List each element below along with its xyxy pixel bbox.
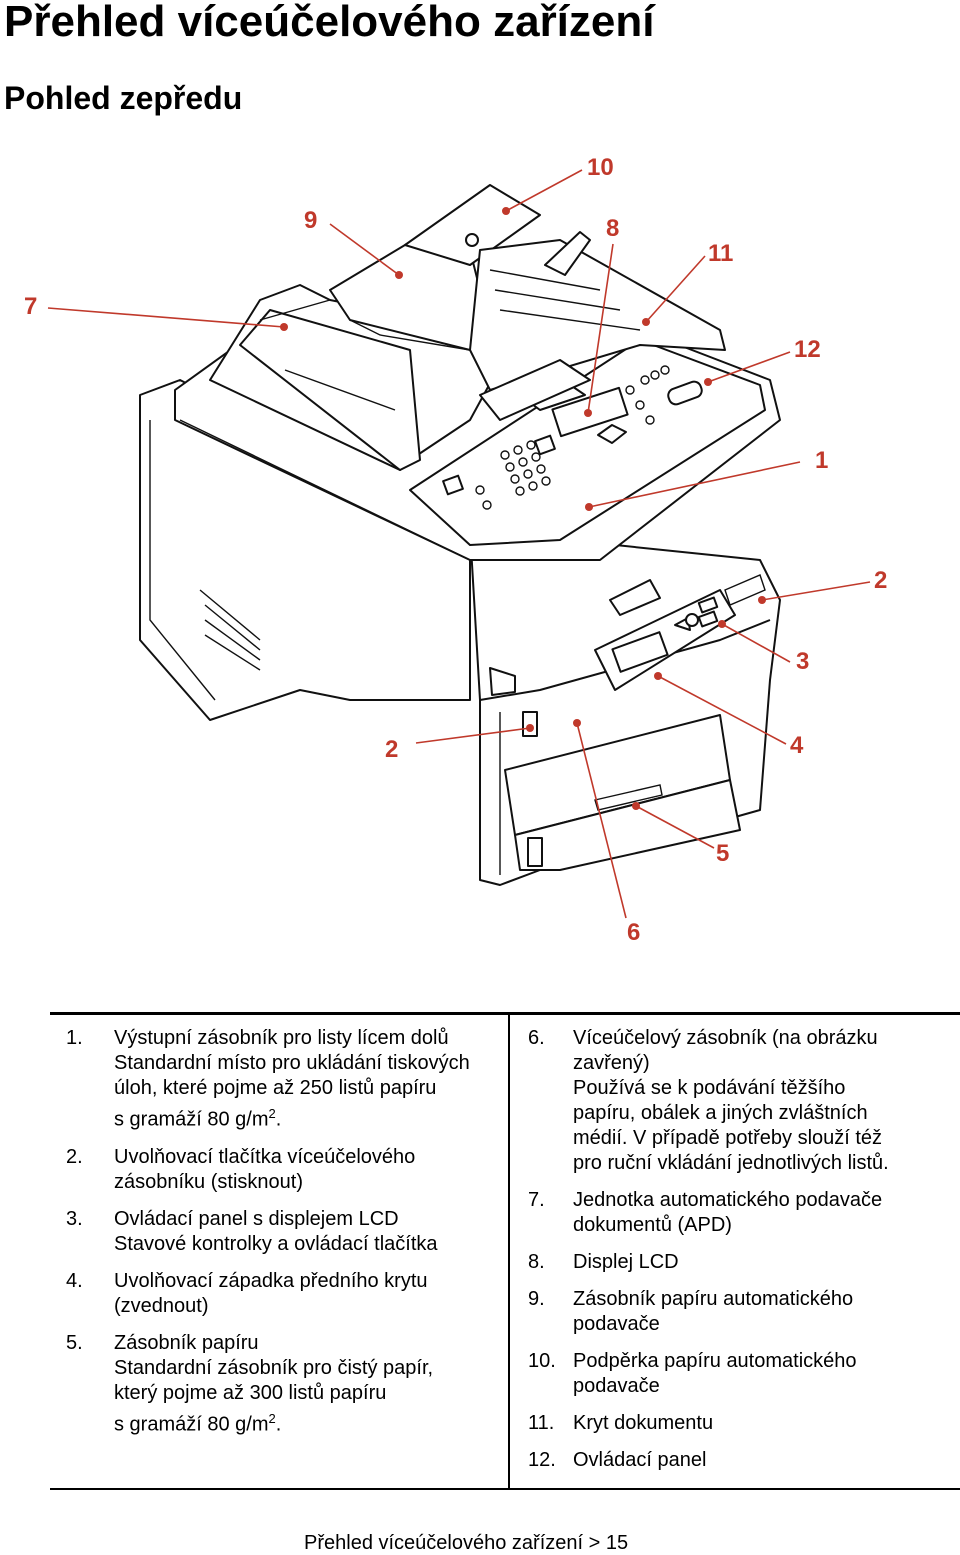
legend-line: Používá se k podávání těžšího: [573, 1077, 846, 1099]
legend-line: Ovládací panel s displejem LCD: [114, 1207, 399, 1230]
legend-line: médií. V případě potřeby slouží též: [573, 1127, 883, 1149]
callout-4: 4: [790, 732, 804, 759]
callout-leaders: [47, 169, 871, 919]
legend-item-text: Víceúčelový zásobník (na obrázku zavřený)…: [573, 1026, 958, 1176]
legend-top-rule: [50, 1012, 960, 1015]
callout-8: 8: [606, 215, 619, 242]
legend-line: zásobníku (stisknout): [114, 1170, 303, 1193]
legend-bottom-rule: [50, 1488, 960, 1490]
legend-item-number: 7.: [528, 1189, 545, 1211]
legend-item: 12. Ovládací panel: [528, 1448, 958, 1473]
legend-line-unit: s gramáží 80 g/m2.: [114, 1406, 496, 1438]
page-footer: Přehled víceúčelového zařízení > 15: [304, 1532, 629, 1554]
callout-11: 11: [708, 240, 733, 267]
callout-7: 7: [24, 293, 37, 320]
legend-item-text: Kryt dokumentu: [573, 1411, 958, 1436]
unit-suffix: .: [275, 1413, 282, 1436]
unit-superscript: 2: [268, 1106, 276, 1121]
legend-item-text: Jednotka automatického podavače dokumentů…: [573, 1188, 958, 1238]
legend-item-number: 4.: [66, 1269, 83, 1292]
legend-item-number: 2.: [66, 1145, 83, 1168]
legend-left-column: 1. Výstupní zásobník pro listy lícem dolů…: [66, 1026, 496, 1449]
legend-item-text: Ovládací panel: [573, 1448, 958, 1473]
legend-line: pro ruční vkládání jednotlivých listů.: [573, 1152, 889, 1174]
callout-5: 5: [716, 840, 729, 867]
callout-2-top: 2: [874, 567, 887, 594]
legend-item: 11. Kryt dokumentu: [528, 1411, 958, 1436]
legend-line: úloh, které pojme až 250 listů papíru: [114, 1077, 437, 1099]
legend-item-text: Displej LCD: [573, 1250, 958, 1275]
legend-line: který pojme až 300 listů papíru: [114, 1381, 387, 1404]
legend-item: 10. Podpěrka papíru automatického podavače: [528, 1349, 958, 1399]
legend-line: Stavové kontrolky a ovládací tlačítka: [114, 1232, 438, 1255]
legend-item-number: 9.: [528, 1288, 545, 1310]
callout-2-bottom: 2: [385, 736, 398, 763]
printer-body-drawing: [139, 184, 781, 886]
legend-right-column: 6. Víceúčelový zásobník (na obrázku zavřen…: [528, 1026, 958, 1485]
legend-line: papíru, obálek a jiných zvláštních: [573, 1102, 868, 1124]
legend-line: Zásobník papíru: [114, 1331, 259, 1354]
page-title: Přehled víceúčelového zařízení: [4, 0, 655, 46]
callout-10: 10: [587, 154, 614, 181]
printer-diagram: 10 9 8 11 7 12 1 2 3 2 4 5 6: [24, 154, 887, 946]
legend-line: Jednotka automatického podavače: [573, 1189, 883, 1211]
callout-9: 9: [304, 207, 317, 234]
unit-prefix: s gramáží 80 g/m: [114, 1108, 269, 1131]
legend-item-number: 3.: [66, 1207, 83, 1230]
legend-item: 9. Zásobník papíru automatického podavače: [528, 1287, 958, 1337]
legend-line-unit: s gramáží 80 g/m2.: [114, 1101, 496, 1133]
legend-line: Standardní místo pro ukládání tiskových: [114, 1052, 470, 1074]
legend-line: Displej LCD: [573, 1251, 679, 1273]
legend-line: podavače: [573, 1313, 660, 1335]
legend-item-text: Uvolňovací západka předního krytu(zvedno…: [114, 1269, 496, 1319]
legend-item-text: Podpěrka papíru automatického podavače: [573, 1349, 958, 1399]
section-subtitle: Pohled zepředu: [4, 80, 243, 116]
legend-line: Standardní zásobník pro čistý papír,: [114, 1356, 434, 1379]
legend-item-number: 6.: [528, 1027, 545, 1049]
legend-line: Uvolňovací západka předního krytu: [114, 1269, 428, 1292]
legend-item-number: 12.: [528, 1449, 556, 1471]
legend-item-number: 11.: [528, 1412, 555, 1434]
legend-line: (zvednout): [114, 1294, 209, 1317]
legend-line: Víceúčelový zásobník (na obrázku: [573, 1027, 878, 1049]
unit-prefix: s gramáží 80 g/m: [114, 1413, 269, 1436]
callout-12: 12: [794, 336, 821, 363]
callout-1: 1: [815, 447, 828, 474]
legend-line: Kryt dokumentu: [573, 1412, 714, 1434]
callout-3: 3: [796, 648, 809, 675]
legend-item: 1. Výstupní zásobník pro listy lícem dolů…: [66, 1026, 496, 1133]
legend-line: podavače: [573, 1375, 660, 1397]
legend-item-number: 5.: [66, 1331, 83, 1354]
callout-6: 6: [627, 919, 640, 946]
legend-item-text: Zásobník papíru automatického podavače: [573, 1287, 958, 1337]
legend-item-number: 8.: [528, 1251, 545, 1273]
unit-suffix: .: [275, 1108, 282, 1131]
legend-item-number: 1.: [66, 1027, 83, 1049]
legend-line: zavřený): [573, 1052, 650, 1074]
legend-item-number: 10.: [528, 1350, 556, 1372]
legend-column-divider: [508, 1015, 510, 1489]
legend-line: dokumentů (APD): [573, 1214, 732, 1236]
legend-item: 8. Displej LCD: [528, 1250, 958, 1275]
legend-item: 4. Uvolňovací západka předního krytu(zved…: [66, 1269, 496, 1319]
legend-line: Podpěrka papíru automatického: [573, 1350, 857, 1372]
legend-line: Zásobník papíru automatického: [573, 1288, 854, 1310]
unit-superscript: 2: [268, 1410, 276, 1426]
legend-item: 7. Jednotka automatického podavače dokumen…: [528, 1188, 958, 1238]
legend-item: 6. Víceúčelový zásobník (na obrázku zavřen…: [528, 1026, 958, 1176]
legend-line: Uvolňovací tlačítka víceúčelového: [114, 1145, 416, 1168]
legend-line: Výstupní zásobník pro listy lícem dolů: [114, 1027, 449, 1049]
legend-line: Ovládací panel: [573, 1449, 707, 1471]
